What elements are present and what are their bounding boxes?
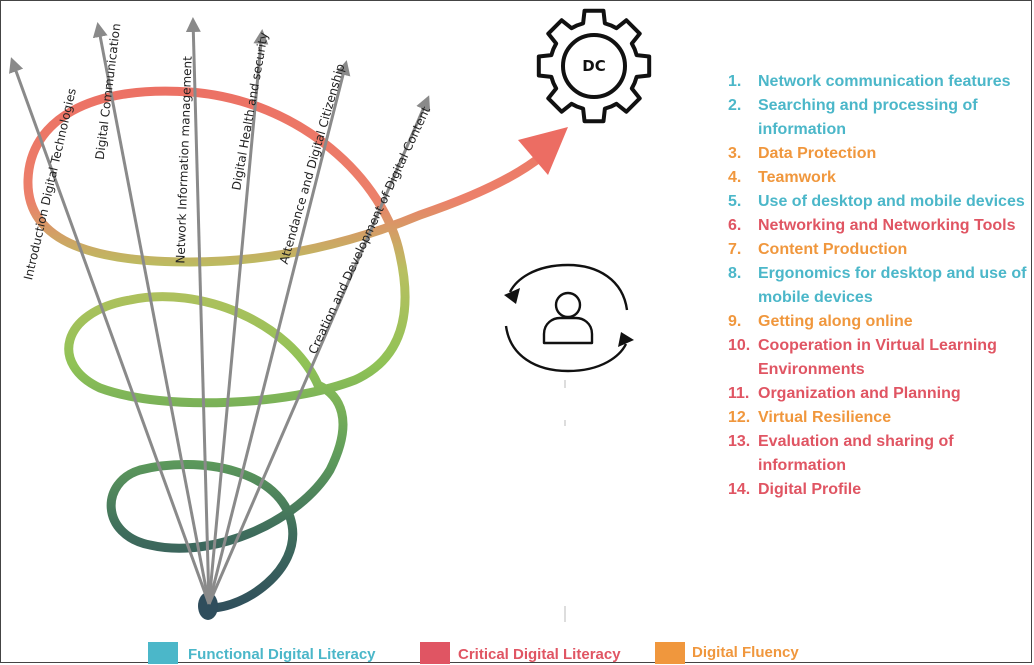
axis-arrow	[207, 95, 431, 605]
axis-arrow	[207, 60, 351, 605]
cycle-arc-top	[508, 263, 629, 311]
competency-item: 11. Organization and Planning	[728, 382, 1028, 406]
competency-number: 3.	[728, 145, 742, 162]
competency-number: 7.	[728, 241, 742, 258]
competency-number: 12.	[728, 409, 751, 426]
competency-text: Content Production	[758, 241, 908, 258]
competency-number: 6.	[728, 217, 742, 234]
competency-item: 5. Use of desktop and mobile devices	[728, 190, 1028, 214]
competency-item: 14. Digital Profile	[728, 478, 1028, 502]
competency-text: Networking and Networking Tools	[758, 217, 1016, 234]
legend-label-functional: Functional Digital Literacy	[188, 646, 376, 663]
gear-outline	[536, 8, 652, 124]
spiral-base	[198, 592, 218, 620]
competency-item: 10. Cooperation in Virtual Learning Envir…	[728, 334, 1028, 382]
legend-swatch-critical	[420, 642, 450, 664]
competency-item: 7. Content Production	[728, 238, 1028, 262]
axis-arrow	[207, 29, 269, 605]
competency-number: 2.	[728, 97, 742, 114]
gear-inner-ring	[561, 33, 627, 99]
cycle-arrowhead-right	[618, 332, 634, 347]
gear-icon: DC	[536, 8, 652, 124]
competency-text: Teamwork	[758, 169, 836, 186]
legend-label-critical: Critical Digital Literacy	[458, 646, 621, 663]
user-cycle-icon	[504, 263, 634, 373]
competency-text: Evaluation and sharing of information	[758, 433, 954, 474]
competency-item: 2. Searching and processing of informatio…	[728, 94, 1028, 142]
competency-item: 13. Evaluation and sharing of information	[728, 430, 1028, 478]
competency-item: 9. Getting along online	[728, 310, 1028, 334]
competency-item: 6. Networking and Networking Tools	[728, 214, 1028, 238]
competency-list: 1. Network communication features 2. Search…	[728, 70, 1028, 502]
competency-text: Ergonomics for desktop and use of mobile…	[758, 265, 1027, 306]
competency-number: 14.	[728, 481, 751, 498]
axis-arrow	[92, 22, 211, 605]
competency-text: Digital Profile	[758, 481, 862, 498]
competency-number: 9.	[728, 313, 742, 330]
person-head-icon	[554, 291, 582, 319]
spiral-arrowhead	[518, 127, 568, 175]
competency-number: 13.	[728, 433, 751, 450]
legend-swatch-functional	[148, 642, 178, 664]
competency-text: Searching and processing of information	[758, 97, 978, 138]
competency-text: Cooperation in Virtual Learning Environm…	[758, 337, 997, 378]
competency-number: 8.	[728, 265, 742, 282]
spiral-path	[23, 86, 548, 613]
person-body-icon	[542, 316, 594, 345]
competency-text: Data Protection	[758, 145, 877, 162]
competency-number: 11.	[728, 385, 750, 402]
cycle-arrowhead-left	[504, 288, 520, 304]
competency-item: 8. Ergonomics for desktop and use of mobi…	[728, 262, 1028, 310]
competency-item: 4. Teamwork	[728, 166, 1028, 190]
axis-arrow	[185, 17, 211, 605]
competency-number: 5.	[728, 193, 742, 210]
competency-item: 3. Data Protection	[728, 142, 1028, 166]
legend-label-fluency: Digital Fluency	[692, 644, 799, 661]
axis-label: Attendance and Digital Citizenship	[277, 62, 348, 266]
hub-label: DC	[582, 57, 605, 75]
competency-number: 4.	[728, 169, 742, 186]
spiral-tornado	[23, 86, 568, 620]
competency-item: 12. Virtual Resilience	[728, 406, 1028, 430]
competency-text: Organization and Planning	[758, 385, 961, 402]
competency-text: Network communication features	[758, 73, 1011, 90]
legend-swatch-fluency	[655, 642, 685, 664]
cycle-arc-bottom	[504, 325, 628, 373]
competency-text: Use of desktop and mobile devices	[758, 193, 1025, 210]
competency-text: Virtual Resilience	[758, 409, 892, 426]
competency-number: 1.	[728, 73, 742, 90]
axis-arrow	[9, 57, 211, 605]
competency-item: 1. Network communication features	[728, 70, 1028, 94]
competency-number: 10.	[728, 337, 751, 354]
competency-text: Getting along online	[758, 313, 913, 330]
